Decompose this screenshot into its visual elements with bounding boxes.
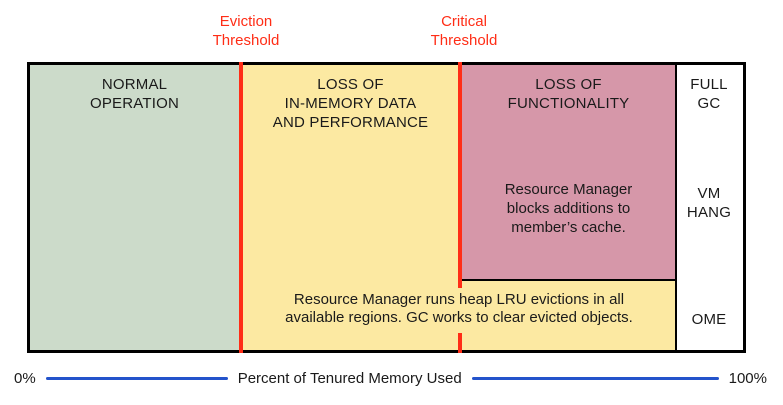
zone-critical-range — [458, 65, 675, 281]
zone-outcomes-column — [675, 65, 743, 350]
critical-threshold-line — [458, 62, 462, 288]
critical-threshold-label: Critical Threshold — [430, 13, 498, 49]
axis-line-right — [471, 376, 719, 380]
critical-threshold-line-dash — [458, 333, 462, 353]
eviction-threshold-line — [239, 62, 243, 353]
memory-zones-box: NORMAL OPERATION LOSS OF IN-MEMORY DATA … — [27, 62, 746, 353]
eviction-zone-title: LOSS OF IN-MEMORY DATA AND PERFORMANCE — [272, 76, 429, 131]
eviction-threshold-label: Eviction Threshold — [212, 13, 280, 49]
eviction-zone-note: Resource Manager runs heap LRU evictions… — [285, 291, 633, 326]
zone-normal-operation — [30, 65, 239, 350]
normal-operation-title: NORMAL OPERATION — [89, 76, 180, 112]
axis-max-label: 100% — [728, 369, 767, 387]
outcome-ome-label: OME — [691, 311, 727, 328]
axis-line-left — [45, 376, 228, 380]
critical-zone-note: Resource Manager blocks additions to mem… — [504, 181, 633, 236]
outcome-vm-hang-label: VM HANG — [686, 185, 732, 221]
tenured-memory-axis: 0% Percent of Tenured Memory Used 100% — [14, 368, 767, 388]
axis-title: Percent of Tenured Memory Used — [237, 369, 462, 387]
critical-zone-title: LOSS OF FUNCTIONALITY — [507, 76, 630, 112]
axis-min-label: 0% — [14, 369, 36, 387]
outcome-full-gc-label: FULL GC — [690, 76, 728, 112]
